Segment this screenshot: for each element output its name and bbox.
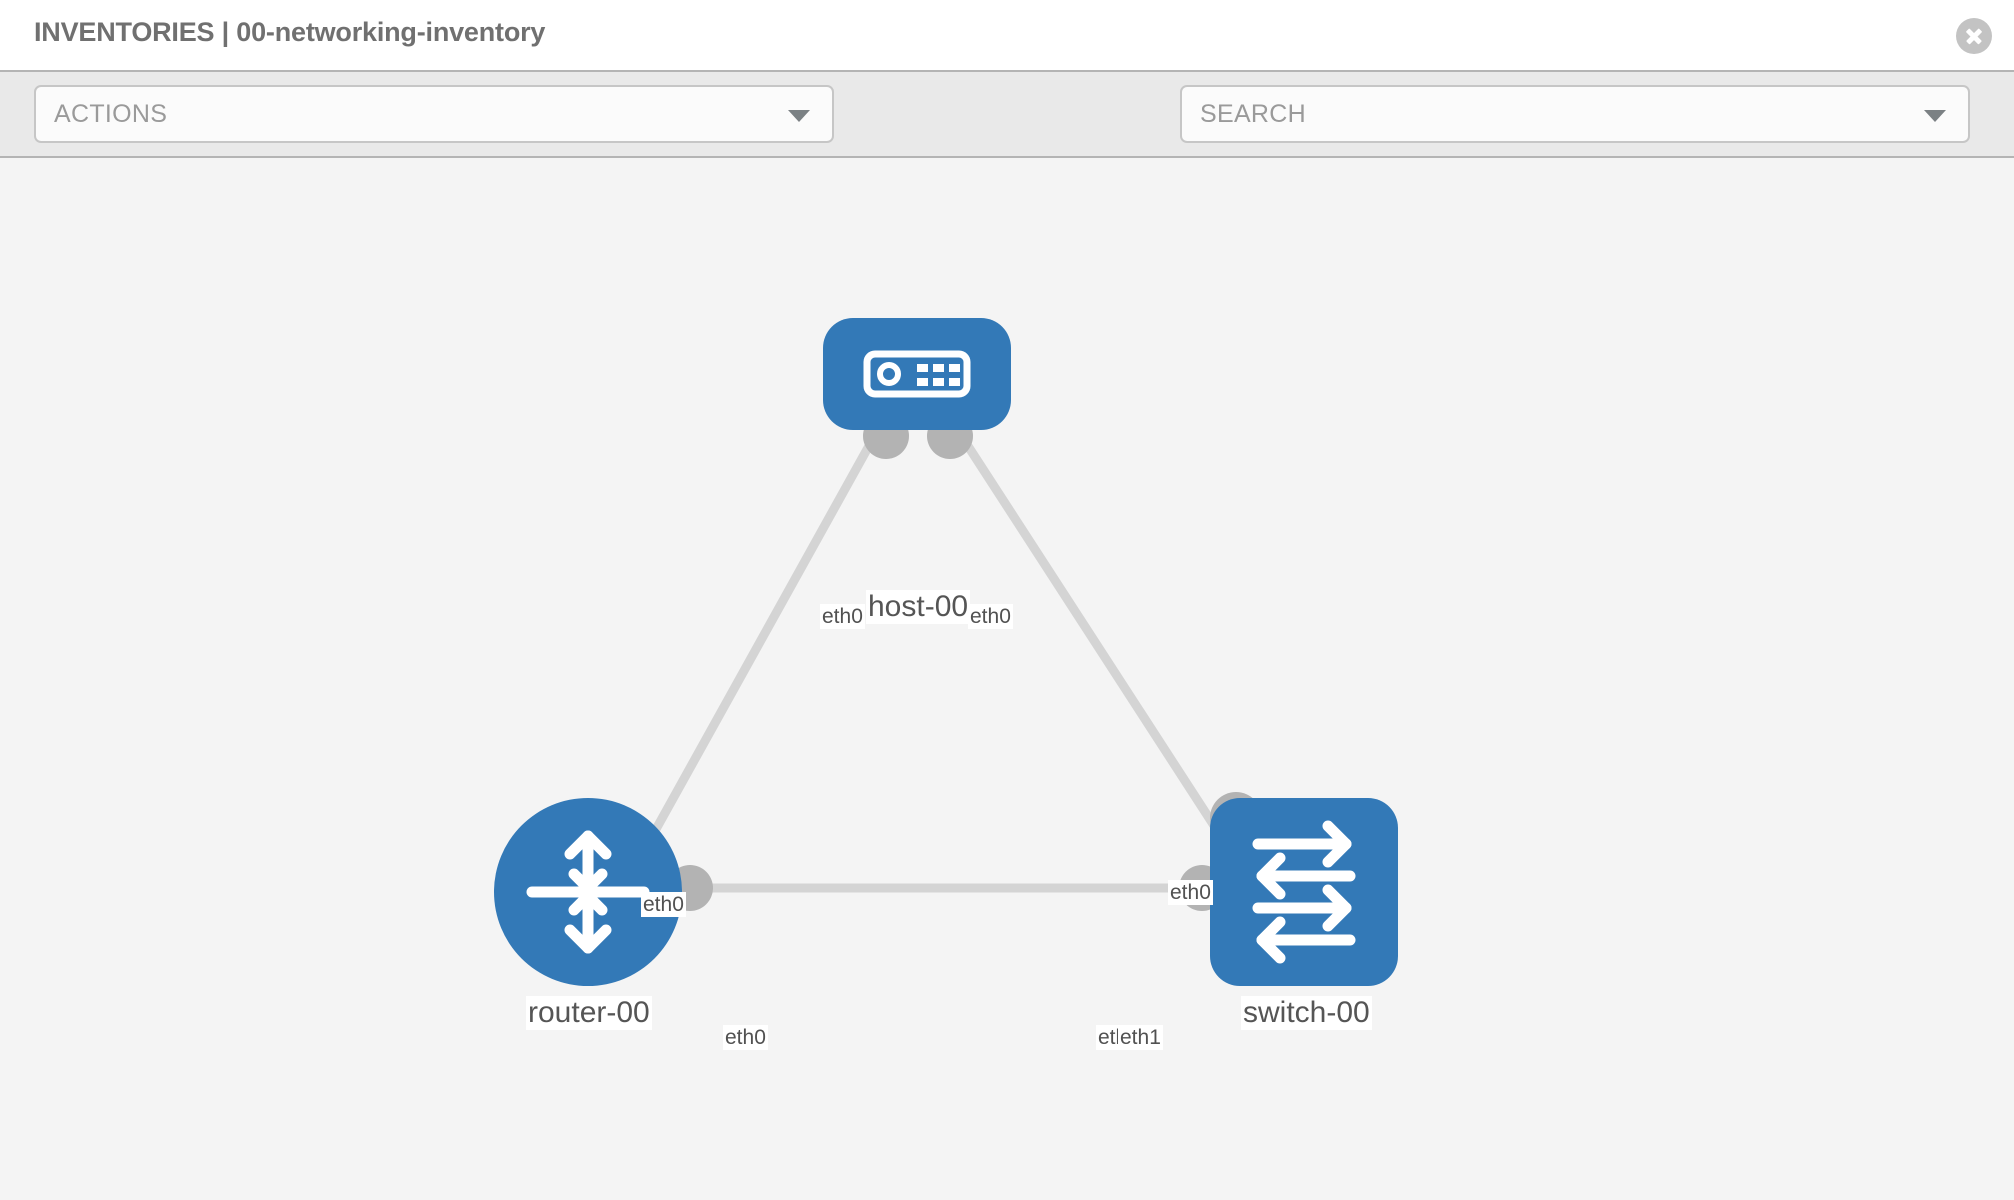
toolbar: ACTIONS SEARCH (0, 70, 2014, 201)
node-switch-00[interactable] (1210, 798, 1398, 986)
search-input[interactable]: SEARCH (1180, 85, 1970, 143)
link-host-router (636, 423, 884, 861)
close-icon[interactable] (1956, 18, 1992, 54)
router-arrows-icon (526, 830, 650, 954)
topology-links (636, 423, 1239, 893)
topology-graph (636, 413, 1262, 911)
search-input-placeholder: SEARCH (1200, 100, 1306, 128)
topology-canvas[interactable]: host-00 eth0 eth0 (0, 158, 2014, 1200)
link-host-switch (951, 423, 1239, 861)
chevron-down-icon (788, 110, 810, 122)
node-host-00[interactable] (823, 318, 1011, 430)
actions-dropdown[interactable]: ACTIONS (34, 85, 834, 143)
server-appliance-icon (863, 350, 971, 398)
page-title: INVENTORIES | 00-networking-inventory (34, 17, 546, 47)
window-header: INVENTORIES | 00-networking-inventory (0, 0, 2014, 70)
actions-dropdown-label: ACTIONS (54, 100, 168, 128)
node-router-00[interactable] (494, 798, 682, 986)
topology-interfaces (667, 413, 1262, 911)
switch-arrows-icon (1252, 820, 1356, 964)
chevron-down-icon[interactable] (1924, 110, 1946, 122)
